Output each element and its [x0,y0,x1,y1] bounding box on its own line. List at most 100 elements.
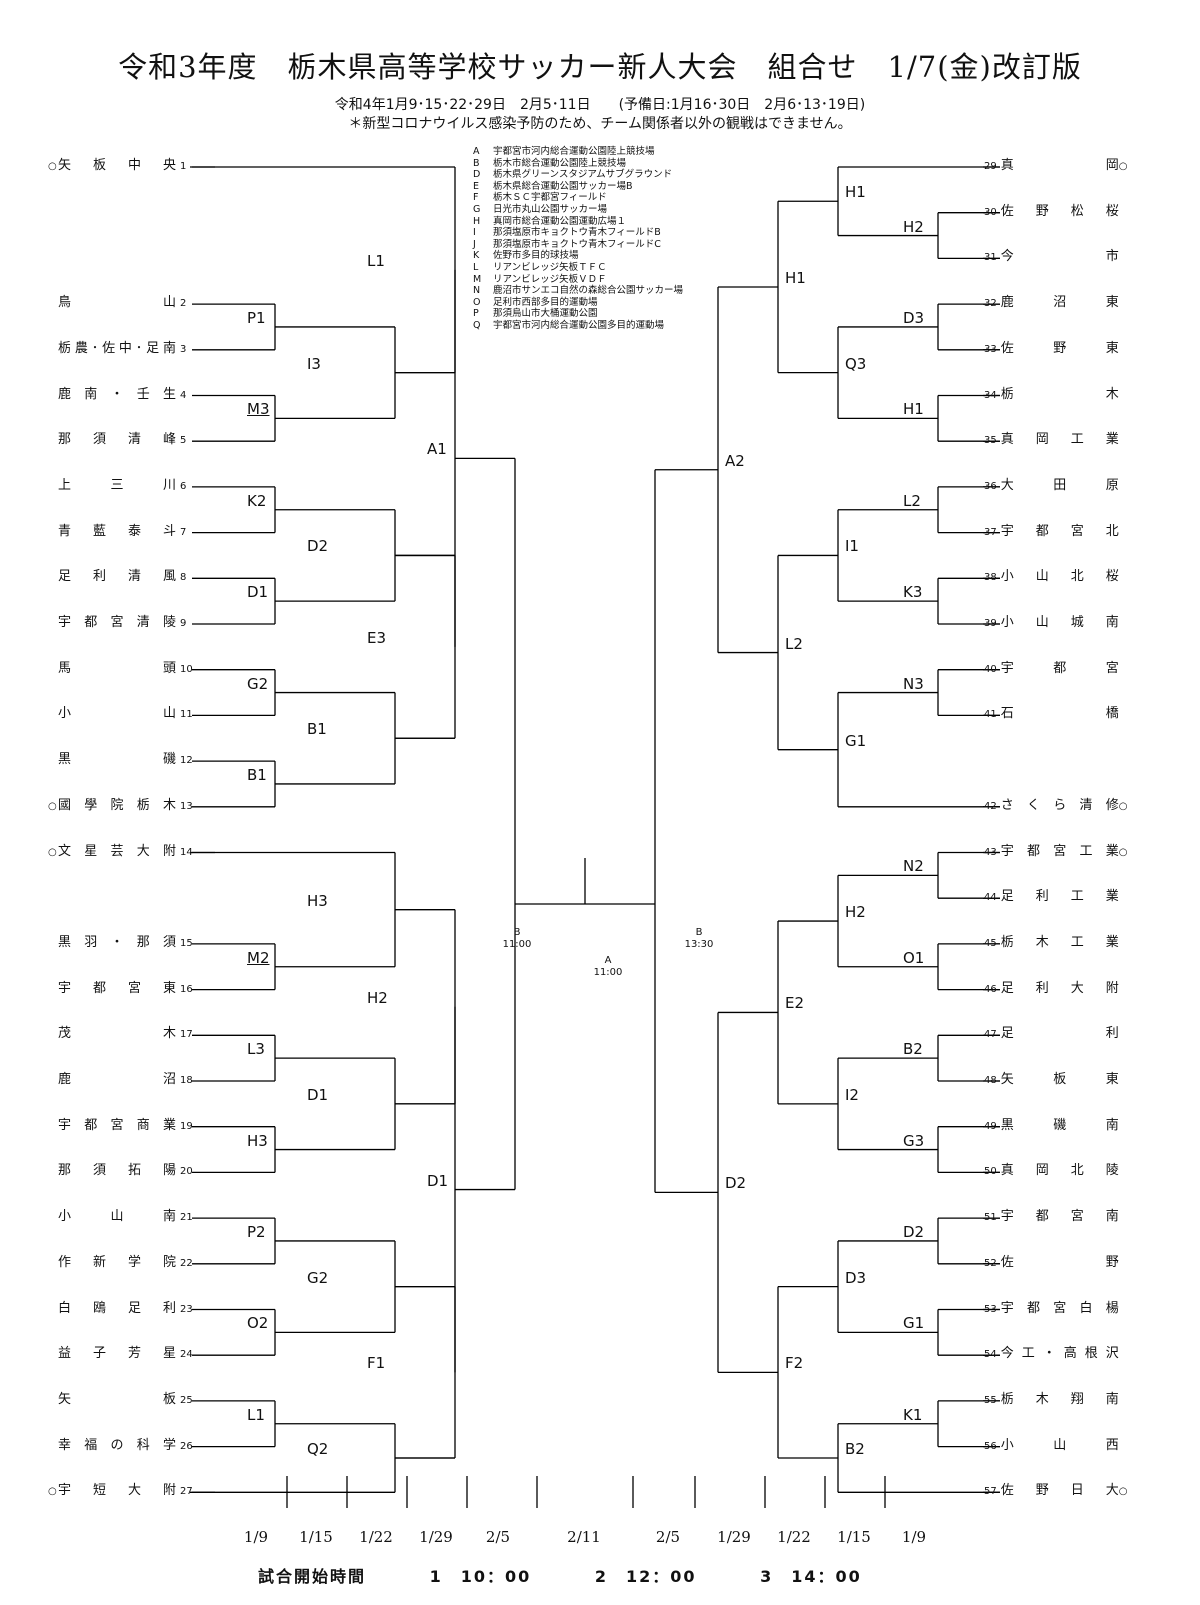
team-name: 小山城南 [1000,615,1119,630]
start-time-3: 3 14：00 [760,1567,862,1586]
team-number: 6 [180,480,187,492]
team-number: 4 [180,389,187,401]
team-number: 2 [180,298,187,310]
match-label: H1 [903,400,924,419]
match-label: L2 [903,491,921,510]
team-name: 宇都宮商業 [58,1117,176,1133]
round-date: 1/9 [243,1528,269,1546]
match-label: B2 [845,1440,865,1459]
page-title: 令和3年度 栃木県高等学校サッカー新人大会 組合せ 1/7(金)改訂版 [118,50,1082,84]
team-name: 真岡工業 [1000,432,1119,448]
team-number: 33 [984,343,997,355]
match-label: D1 [247,583,269,602]
venue-name: 那須塩原市キョクトウ青木フィールドB [493,227,661,239]
team-name: 栃木工業 [1000,934,1119,950]
team-number: 18 [180,1075,193,1086]
seed-mark: ○ [1118,1486,1128,1498]
venue-code: K [473,250,480,262]
venue-code: G [473,203,481,215]
team-number: 57 [984,1486,997,1498]
team-number: 39 [984,618,997,629]
team-number: 45 [984,937,997,949]
match-label: G2 [307,1268,329,1287]
match-label: M2 [247,948,270,967]
team-number: 21 [180,1212,193,1224]
team-name: 栃農･佐中･足南 [58,340,176,356]
match-label: E2 [785,994,805,1013]
match-label: D2 [725,1174,747,1193]
team-number: 24 [180,1349,193,1361]
final-venue: A [604,955,612,966]
start-time-2: 2 12：00 [594,1567,697,1586]
venue-code: O [473,296,481,308]
team-number: 25 [180,1394,193,1406]
match-label: L2 [785,634,803,653]
team-number: 49 [984,1120,997,1132]
match-label: A1 [427,440,447,459]
venue-name: 日光市丸山公園サッカー場 [493,203,608,215]
start-times: 試合開始時間 1 10：00 2 12：00 3 14：00 [258,1563,918,1587]
team-number: 46 [984,983,997,995]
team-name: 真岡 [1000,158,1119,173]
final-info: A 11:00 [588,955,628,979]
team-name: 馬頭 [58,660,176,676]
team-name: 大田原 [1000,477,1119,493]
match-label: I2 [845,1085,859,1104]
match-label: P2 [247,1222,266,1241]
schedule-dates: 令和4年1月9･15･22･29日 2月5･11日 (予備日:1月16･30日 … [334,97,866,113]
team-name: 真岡北陵 [1000,1163,1119,1179]
venue-name: リアンビレッジ矢板ＴＦＣ [493,261,607,273]
venue-name: 那須烏山市大桶運動公園 [493,308,598,320]
venue-name: 真岡市総合運動公園運動広場１ [493,215,627,227]
match-label: F2 [785,1354,804,1373]
team-name: 作新学院 [58,1254,176,1270]
venue-name: 那須塩原市キョクトウ青木フィールドC [493,238,661,250]
match-label: N3 [903,674,924,693]
team-name: 幸福の科学 [58,1437,176,1453]
venue-name: 栃木市総合運動公園陸上競技場 [493,157,627,169]
round-date: 2/5 [655,1528,681,1546]
match-label: P1 [247,308,266,327]
match-label: O1 [903,948,925,967]
team-number: 1 [180,161,187,172]
team-name: 宇都宮 [1000,660,1119,676]
team-name: 益子芳星 [58,1346,176,1362]
venue-name: リアンビレッジ矢板ＶＤＦ [493,273,607,285]
team-name: 小山西 [1000,1437,1119,1453]
venue-name: 栃木県総合運動公園サッカー場B [493,180,633,192]
team-name: 矢板 [58,1391,176,1407]
round-date: 1/29 [717,1528,751,1546]
match-label: L1 [367,251,385,270]
team-number: 19 [180,1120,193,1132]
team-name: 矢板中央 [58,158,176,173]
match-label: D2 [903,1222,925,1241]
venue-code: J [473,238,476,250]
venue-code: A [473,146,480,157]
round-date: 1/15 [299,1528,333,1546]
team-name: 宇短大附 [58,1483,176,1499]
match-label: N2 [903,857,924,876]
match-label: Q3 [845,354,867,373]
team-name: 足利清風 [58,569,176,585]
venue-code: M [473,273,482,285]
seed-mark: ○ [1118,846,1128,858]
